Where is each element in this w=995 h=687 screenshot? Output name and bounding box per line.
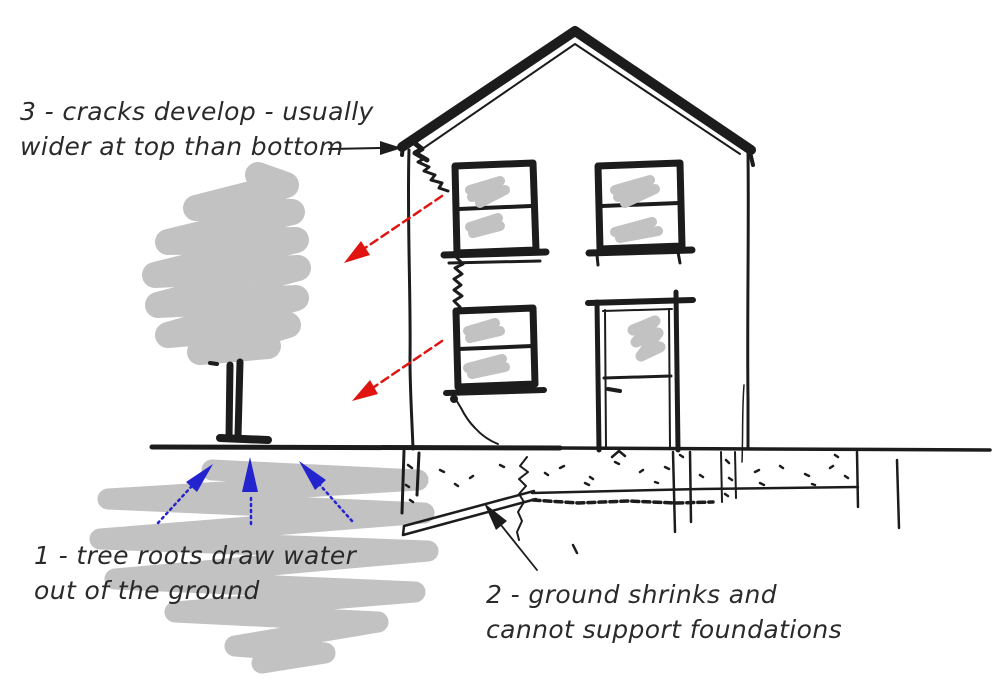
crack-upper <box>411 140 450 193</box>
left-wall <box>406 148 415 451</box>
roots-annotation: 1 - tree roots draw water out of the gro… <box>34 538 356 608</box>
window-frame <box>594 159 686 253</box>
arrow-shaft <box>328 147 381 150</box>
door-post-left <box>594 299 602 453</box>
ground-line-right <box>558 446 992 452</box>
foundation-right-edge <box>720 451 737 503</box>
door <box>585 289 696 453</box>
window-sill <box>443 387 547 396</box>
arrow-shaft <box>500 524 538 571</box>
window-sill-lower <box>447 259 542 265</box>
crack-lower-thin <box>454 397 499 445</box>
arrow-head <box>380 141 402 155</box>
roots-scribble <box>89 459 439 674</box>
roof-inner-line <box>414 43 741 155</box>
tree <box>142 162 311 444</box>
blue-water-arrow-right <box>299 461 354 523</box>
below-foundation-ticks <box>571 450 693 555</box>
window-sill-ticks <box>595 250 682 267</box>
door-glass-rail <box>602 374 673 380</box>
foundation <box>400 449 901 555</box>
ground-line <box>149 444 563 451</box>
arrow-shaft <box>363 194 444 250</box>
arrow-shaft <box>318 483 354 523</box>
foundation-rough-underline <box>531 498 715 505</box>
roof-eave-drip <box>400 143 755 167</box>
window-frame <box>452 304 539 391</box>
foundation-left-edge <box>400 449 421 515</box>
arrow-head <box>352 380 378 401</box>
roof-outline <box>397 26 756 155</box>
tree-trunk <box>225 358 244 442</box>
foundation-pointer-arrow <box>484 503 538 571</box>
tree-canopy-scribble <box>142 162 311 365</box>
root-zone <box>89 459 439 674</box>
arrow-head <box>344 241 370 263</box>
blue-water-arrow-middle <box>242 457 258 526</box>
arrow-shaft <box>372 339 444 389</box>
glass-scribble <box>463 318 505 343</box>
glass-scribble <box>610 217 663 243</box>
window-rail <box>457 344 534 351</box>
glass-scribble <box>465 176 510 208</box>
arrow-head <box>242 457 258 492</box>
annotation-line: 1 - tree roots draw water <box>34 541 357 570</box>
arrow-head <box>484 503 507 530</box>
glass-scribble <box>610 175 660 208</box>
door-handle <box>606 387 622 393</box>
window-rail <box>457 204 533 211</box>
arrow-shaft <box>156 485 193 525</box>
glass-scribble <box>463 354 510 379</box>
ground <box>149 444 992 452</box>
tree-trunk-tick <box>208 361 219 366</box>
annotation-line: 2 - ground shrinks and <box>486 580 777 609</box>
door-glass-scribble <box>627 315 666 362</box>
arrow-head <box>186 464 213 492</box>
red-movement-arrow-upper <box>344 194 444 263</box>
glass-scribble <box>465 213 505 238</box>
window-upper-left <box>440 159 550 265</box>
cracks-annotation: 3 - cracks develop - usually wider at to… <box>20 94 374 164</box>
right-wall-doubling <box>741 384 745 463</box>
door-post-right <box>673 289 681 453</box>
ground-annotation: 2 - ground shrinks and cannot support fo… <box>486 577 842 647</box>
foundation-end-lines <box>855 450 901 530</box>
house <box>397 26 901 555</box>
foundation-bottom-line <box>530 485 860 495</box>
annotation-line: wider at top than bottom <box>20 132 344 161</box>
window-upper-right <box>585 159 696 267</box>
foundation-tilted-slab <box>401 489 538 537</box>
crack-pointer-arrow <box>328 141 402 155</box>
red-movement-arrow-lower <box>352 339 444 401</box>
concrete-speckles <box>404 449 850 504</box>
annotation-line: 3 - cracks develop - usually <box>20 97 374 126</box>
right-wall <box>746 151 750 451</box>
annotation-line: out of the ground <box>34 576 260 605</box>
annotation-line: cannot support foundations <box>486 615 843 644</box>
tree-trunk-foot <box>216 434 272 444</box>
door-lintel <box>585 297 696 306</box>
wall-cracks <box>409 138 499 445</box>
window-rail <box>600 201 681 208</box>
foundation-crack <box>516 456 529 541</box>
arrow-head <box>299 461 326 490</box>
arrows <box>156 141 538 571</box>
crack-mid-squiggle <box>452 256 465 314</box>
window-lower-left <box>443 304 547 396</box>
window-sill <box>440 248 550 259</box>
blue-water-arrow-left <box>156 464 213 525</box>
window-sill <box>585 246 696 257</box>
